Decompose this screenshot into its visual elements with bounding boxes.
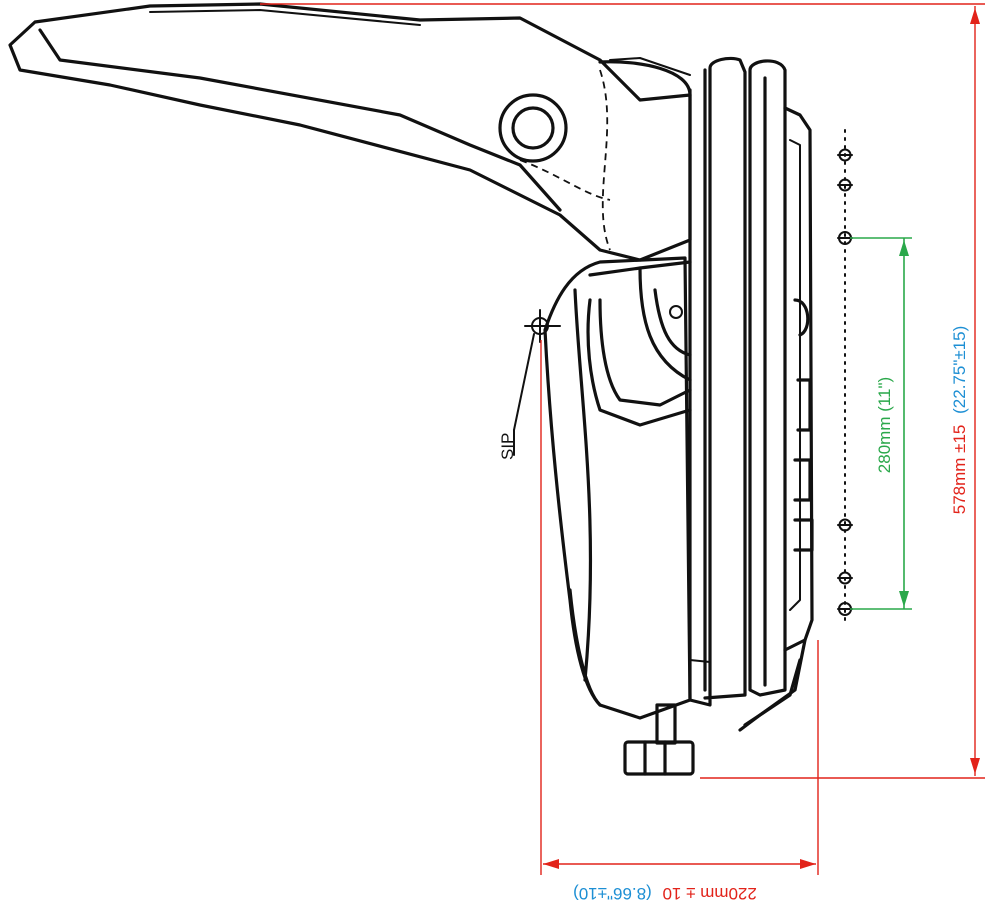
seat-cushion bbox=[543, 256, 692, 720]
base-plates bbox=[688, 56, 814, 732]
width-mm-label: 220mm ± 10 bbox=[663, 884, 757, 903]
adjustment-knob bbox=[623, 703, 695, 776]
pivot-hinge bbox=[498, 93, 568, 163]
mount-spacing-label: 280mm (11") bbox=[875, 377, 894, 473]
height-in-label: (22.75"±15) bbox=[950, 326, 969, 414]
height-label: 578mm ±15 (22.75"±15) bbox=[950, 326, 969, 515]
height-dimension: 578mm ±15 (22.75"±15) bbox=[260, 3, 985, 779]
height-mm-label: 578mm ±15 bbox=[950, 425, 969, 515]
width-in-label: (8.66"±10) bbox=[573, 884, 652, 903]
mounting-holes bbox=[837, 129, 853, 626]
mount-spacing-dimension: 280mm (11") bbox=[850, 237, 912, 610]
width-dimension: 220mm ± 10 (8.66"±10) bbox=[540, 340, 819, 903]
seat-backrest bbox=[8, 2, 692, 262]
width-label: 220mm ± 10 (8.66"±10) bbox=[573, 884, 757, 903]
sip-marker: SIP bbox=[498, 309, 561, 460]
sip-label: SIP bbox=[498, 433, 517, 460]
